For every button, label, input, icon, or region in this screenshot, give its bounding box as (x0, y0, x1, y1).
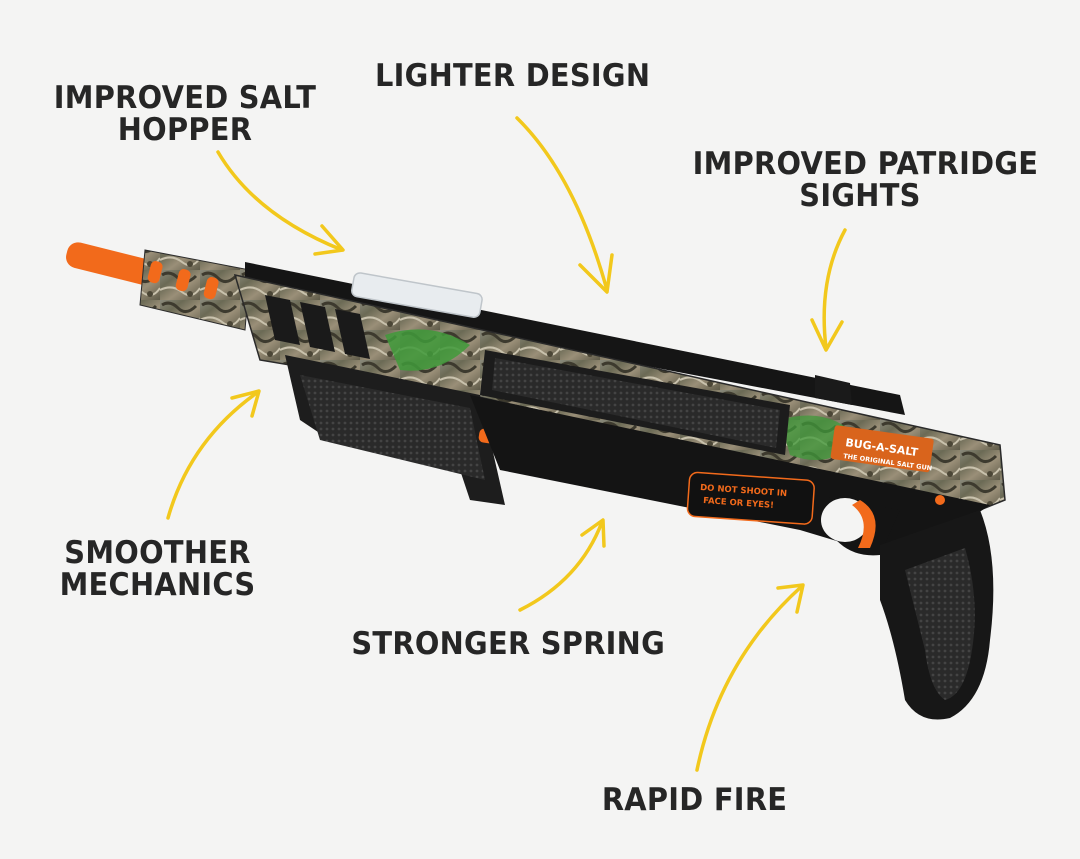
label-line: HOPPER (117, 112, 253, 148)
label-improved-patridge-sights: IMPROVED PATRIDGE SIGHTS (692, 146, 1039, 214)
arrow-smoother (166, 389, 261, 520)
warning-text-line2: FACE OR EYES! (703, 496, 774, 511)
label-smoother-mechanics: SMOOTHER MECHANICS (58, 537, 258, 601)
label-line: STRONGER SPRING (351, 626, 666, 662)
arrow-rapid (695, 583, 805, 772)
brand-plate (830, 425, 934, 473)
label-lighter-design: LIGHTER DESIGN (374, 58, 651, 94)
label-improved-salt-hopper: IMPROVED SALT HOPPER (50, 82, 320, 146)
label-line: IMPROVED PATRIDGE (692, 146, 1039, 182)
label-line: RAPID FIRE (601, 782, 788, 818)
salt-hopper (351, 272, 483, 319)
pistol-grip (880, 510, 994, 720)
arrow-spring (518, 518, 606, 612)
label-line: IMPROVED SALT (53, 80, 317, 116)
label-stronger-spring: STRONGER SPRING (351, 626, 666, 662)
label-line: LIGHTER DESIGN (374, 58, 651, 94)
brand-tagline: THE ORIGINAL SALT GUN (843, 452, 933, 472)
barrel (139, 249, 251, 331)
warning-badge (686, 471, 815, 525)
trigger-assembly (815, 495, 945, 556)
arrow-lighter (515, 116, 614, 294)
label-rapid-fire: RAPID FIRE (601, 782, 788, 818)
label-line: SIGHTS (799, 178, 921, 214)
label-line: MECHANICS (59, 567, 256, 603)
arrow-sights (810, 228, 847, 352)
rear-sight (815, 375, 852, 405)
label-line: SMOOTHER (64, 535, 251, 571)
arrow-hopper (216, 150, 345, 256)
orange-muzzle-tip (66, 242, 155, 285)
